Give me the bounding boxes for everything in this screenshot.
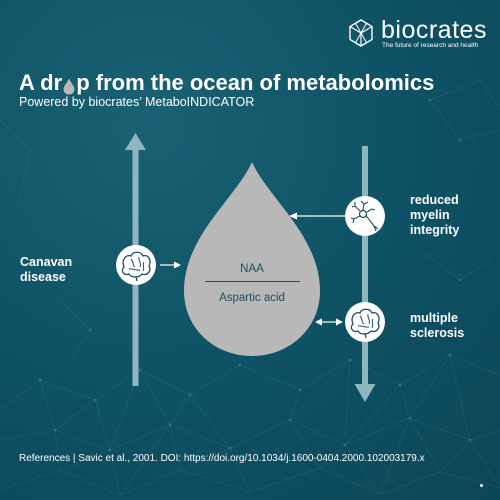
metabolite-drop [184, 162, 320, 356]
subtitle: Powered by biocrates’ MetaboINDICATOR [19, 95, 255, 109]
corner-dot [480, 484, 483, 487]
drop-divider [205, 281, 300, 282]
myelin-connector-arrow [289, 212, 345, 220]
title-part-2: p from the ocean of metabolomics [76, 70, 435, 95]
drop-label-naa: NAA [240, 263, 264, 275]
hexagon-logo-icon [349, 19, 373, 47]
references-text: References | Savic et al., 2001. DOI: ht… [19, 453, 425, 464]
drop-label-aspartic-acid: Aspartic acid [219, 292, 285, 304]
brain-icon [116, 245, 156, 285]
title-part-1: A dr [19, 70, 63, 95]
ms-connector-arrow [315, 318, 343, 326]
droplet-icon [63, 78, 75, 95]
brain-icon [345, 302, 385, 342]
brand-tagline: The future of research and health [382, 42, 479, 49]
brand-name: biocrates [381, 16, 487, 44]
neuron-icon [345, 196, 385, 236]
right-down-arrow [354, 146, 376, 402]
page-title: A dr p from the ocean of metabolomics [19, 70, 434, 96]
left-connector-arrow [160, 261, 181, 269]
